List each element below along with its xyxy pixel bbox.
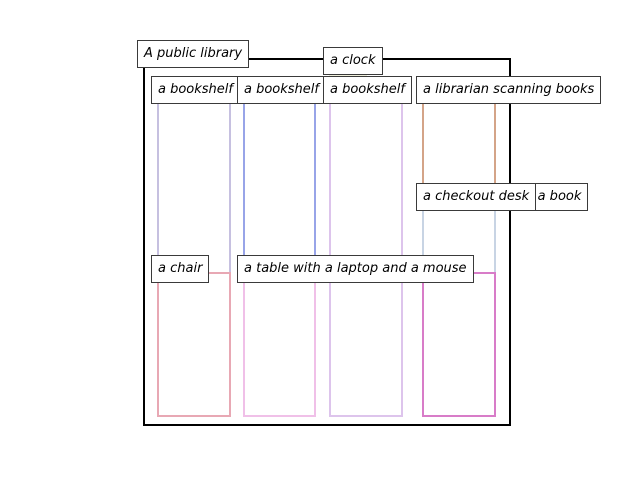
bookshelf-2-label: a bookshelf [237,76,326,104]
chair-label: a chair [151,255,210,283]
scene-caption: A public library [137,40,250,68]
table-box [243,272,316,417]
scene-frame [143,58,511,426]
checkout-desk-box [422,272,496,417]
chair-box [157,272,231,417]
bookshelf-1-label: a bookshelf [151,76,240,104]
table-label: a table with a laptop and a mouse [237,255,474,283]
bookshelf-3-box [329,89,403,417]
bookshelf-1-box [157,89,231,274]
librarian-box [422,89,496,198]
checkout-desk-label: a checkout desk [416,183,537,211]
clock-label: a clock [323,47,383,75]
librarian-label: a librarian scanning books [416,76,602,104]
bookshelf-3-label: a bookshelf [323,76,412,104]
bookshelf-2-box [243,89,316,274]
